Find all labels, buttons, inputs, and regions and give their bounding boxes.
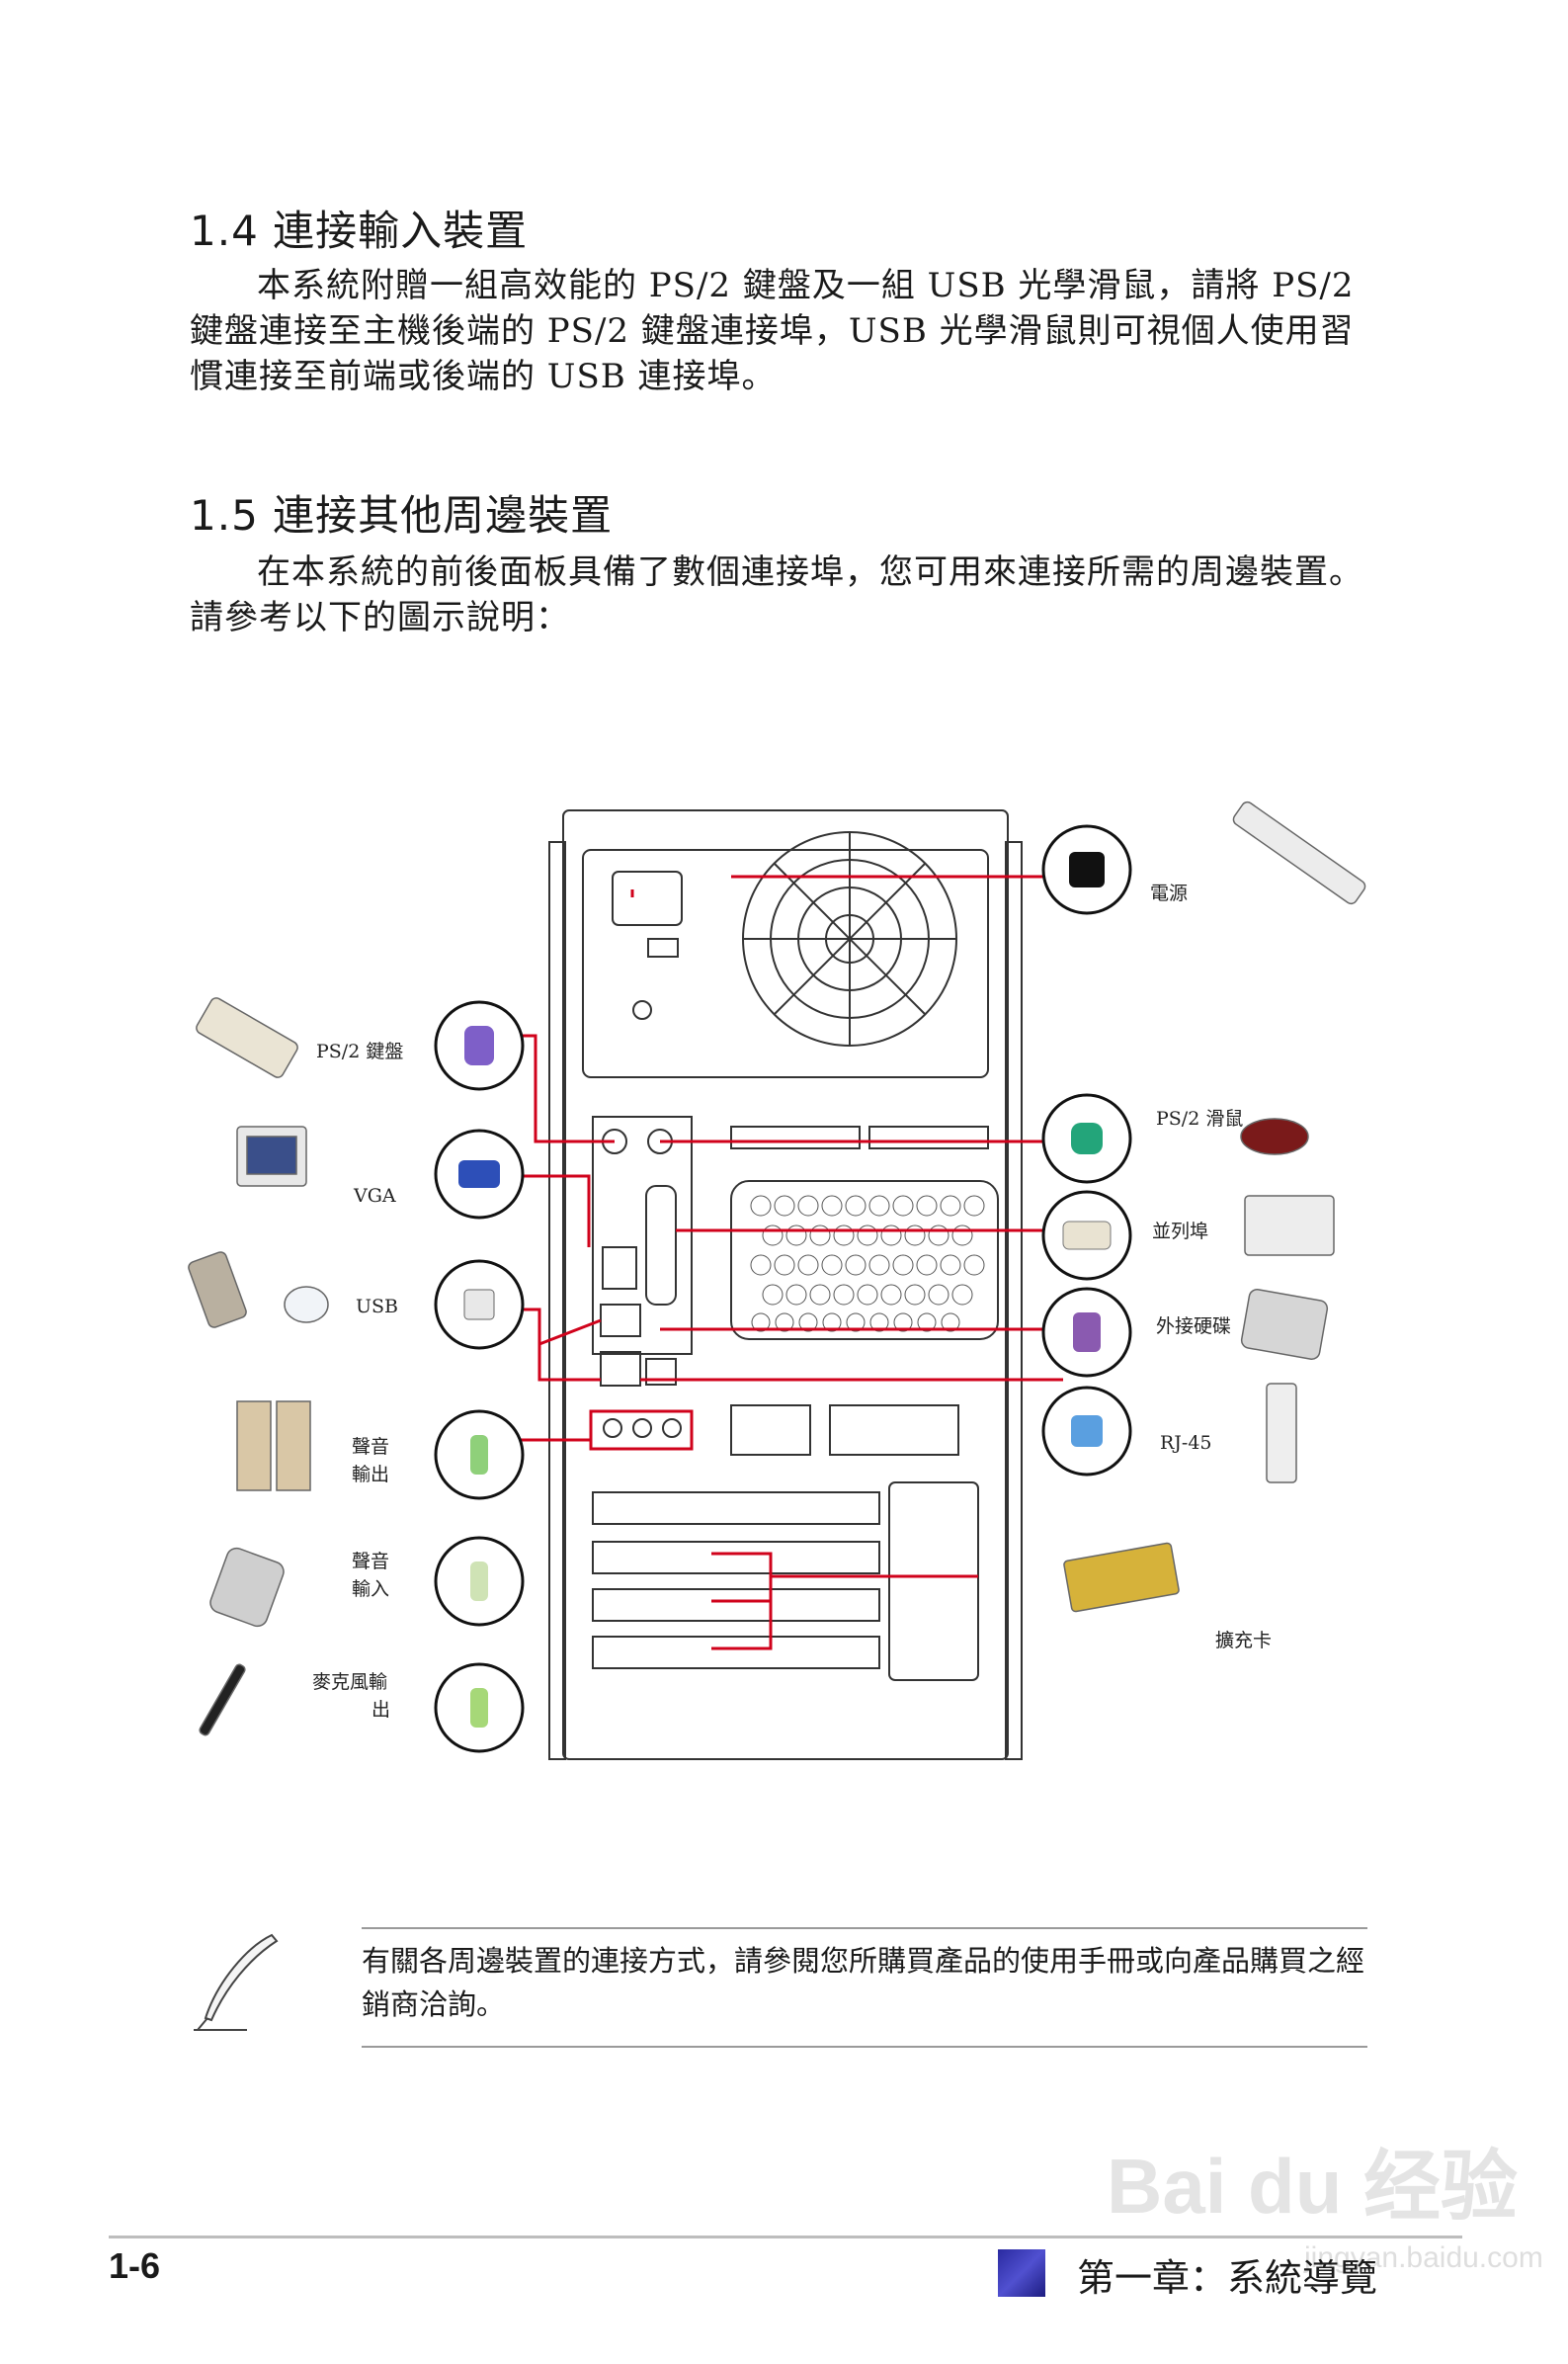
label-external-hdd: 外接硬碟	[1156, 1315, 1231, 1337]
ps2-keyboard-plug-icon	[464, 1026, 494, 1065]
label-audio-out-line2: 輸出	[352, 1464, 389, 1485]
mic-plug-icon	[470, 1688, 488, 1728]
psu-block	[582, 849, 989, 1078]
external-hdd-icon	[1240, 1289, 1329, 1360]
section-1-5-heading: 1.5 連接其他周邊裝置	[190, 491, 614, 540]
network-device-icon	[1266, 1383, 1297, 1483]
psu-fan	[742, 831, 957, 1047]
keyboard-icon	[196, 997, 298, 1078]
rj45-plug-icon	[1071, 1415, 1103, 1447]
usb-plug-icon	[463, 1289, 495, 1320]
printer-icon	[1244, 1195, 1335, 1256]
footer-rule	[109, 2236, 1462, 2238]
label-power: 電源	[1150, 883, 1188, 904]
power-strip-icon	[1232, 801, 1366, 905]
vga-port	[602, 1246, 637, 1290]
parallel-plug-icon	[1062, 1221, 1112, 1250]
power-plug-icon	[1069, 852, 1105, 887]
label-usb: USB	[356, 1296, 398, 1317]
chassis-rear-panel	[548, 809, 1023, 1760]
pda-icon	[188, 1251, 247, 1328]
label-mic-line1: 麥克風輸	[312, 1671, 387, 1693]
section-1-4-heading: 1.4 連接輸入裝置	[190, 207, 529, 255]
label-rj45: RJ-45	[1160, 1432, 1212, 1454]
io-shield	[592, 1116, 693, 1355]
label-mic-line2: 出	[371, 1699, 390, 1721]
label-audio-in-line2: 輸入	[352, 1578, 389, 1600]
connection-lines	[504, 875, 1063, 1650]
note-bottom-rule	[362, 2046, 1367, 2048]
label-ps2-keyboard: PS/2 鍵盤	[316, 1041, 403, 1062]
watermark-url: jingyan.baidu.com	[1304, 2241, 1543, 2274]
label-audio-in-line1: 聲音	[352, 1551, 389, 1572]
note-text: 有關各周邊裝置的連接方式，請參閱您所購買產品的使用手冊或向產品購買之經銷商洽詢。	[362, 1944, 1365, 2021]
chapter-title: 第一章：系統導覽	[1077, 2256, 1378, 2300]
power-socket	[612, 871, 683, 926]
feather-note-icon	[194, 1933, 279, 2031]
chapter-marker-icon	[998, 2249, 1045, 2297]
label-vga: VGA	[353, 1185, 396, 1207]
section-1-5-body: 在本系統的前後面板具備了數個連接埠，您可用來連接所需的周邊裝置。請參考以下的圖示…	[190, 552, 1363, 637]
ps2-mouse-plug-icon	[1071, 1123, 1103, 1154]
speaker-icon	[236, 1400, 272, 1491]
note-top-rule	[362, 1927, 1367, 1929]
vent-hex-pattern	[750, 1195, 985, 1332]
audio-in-plug-icon	[470, 1562, 488, 1601]
hdd-plug-icon	[1073, 1312, 1101, 1352]
usb-mouse-icon	[284, 1286, 329, 1323]
connection-diagram: PS/2 鍵盤 VGA USB 聲音 輸出 聲音 輸入 麥克風輸 出 電源 PS…	[188, 801, 1366, 1760]
page-number: 1-6	[109, 2245, 161, 2286]
watermark-logo: Bai du 经验	[1107, 2143, 1519, 2230]
label-expansion-card: 擴充卡	[1215, 1630, 1272, 1651]
expansion-slots	[592, 1481, 979, 1681]
vga-plug-icon	[458, 1160, 500, 1188]
mouse-icon	[1240, 1118, 1309, 1155]
recorder-icon	[209, 1547, 285, 1628]
microphone-icon	[199, 1663, 246, 1736]
section-1-4-body: 本系統附贈一組高效能的 PS/2 鍵盤及一組 USB 光學滑鼠，請將 PS/2 …	[190, 266, 1355, 396]
rear-vent	[730, 1180, 999, 1340]
label-ps2-mouse: PS/2 滑鼠	[1156, 1108, 1243, 1130]
label-parallel: 並列埠	[1152, 1221, 1208, 1242]
parallel-port	[645, 1185, 677, 1306]
label-audio-out-line1: 聲音	[352, 1436, 389, 1458]
audio-out-plug-icon	[470, 1435, 488, 1475]
expansion-card-icon	[1063, 1542, 1180, 1613]
